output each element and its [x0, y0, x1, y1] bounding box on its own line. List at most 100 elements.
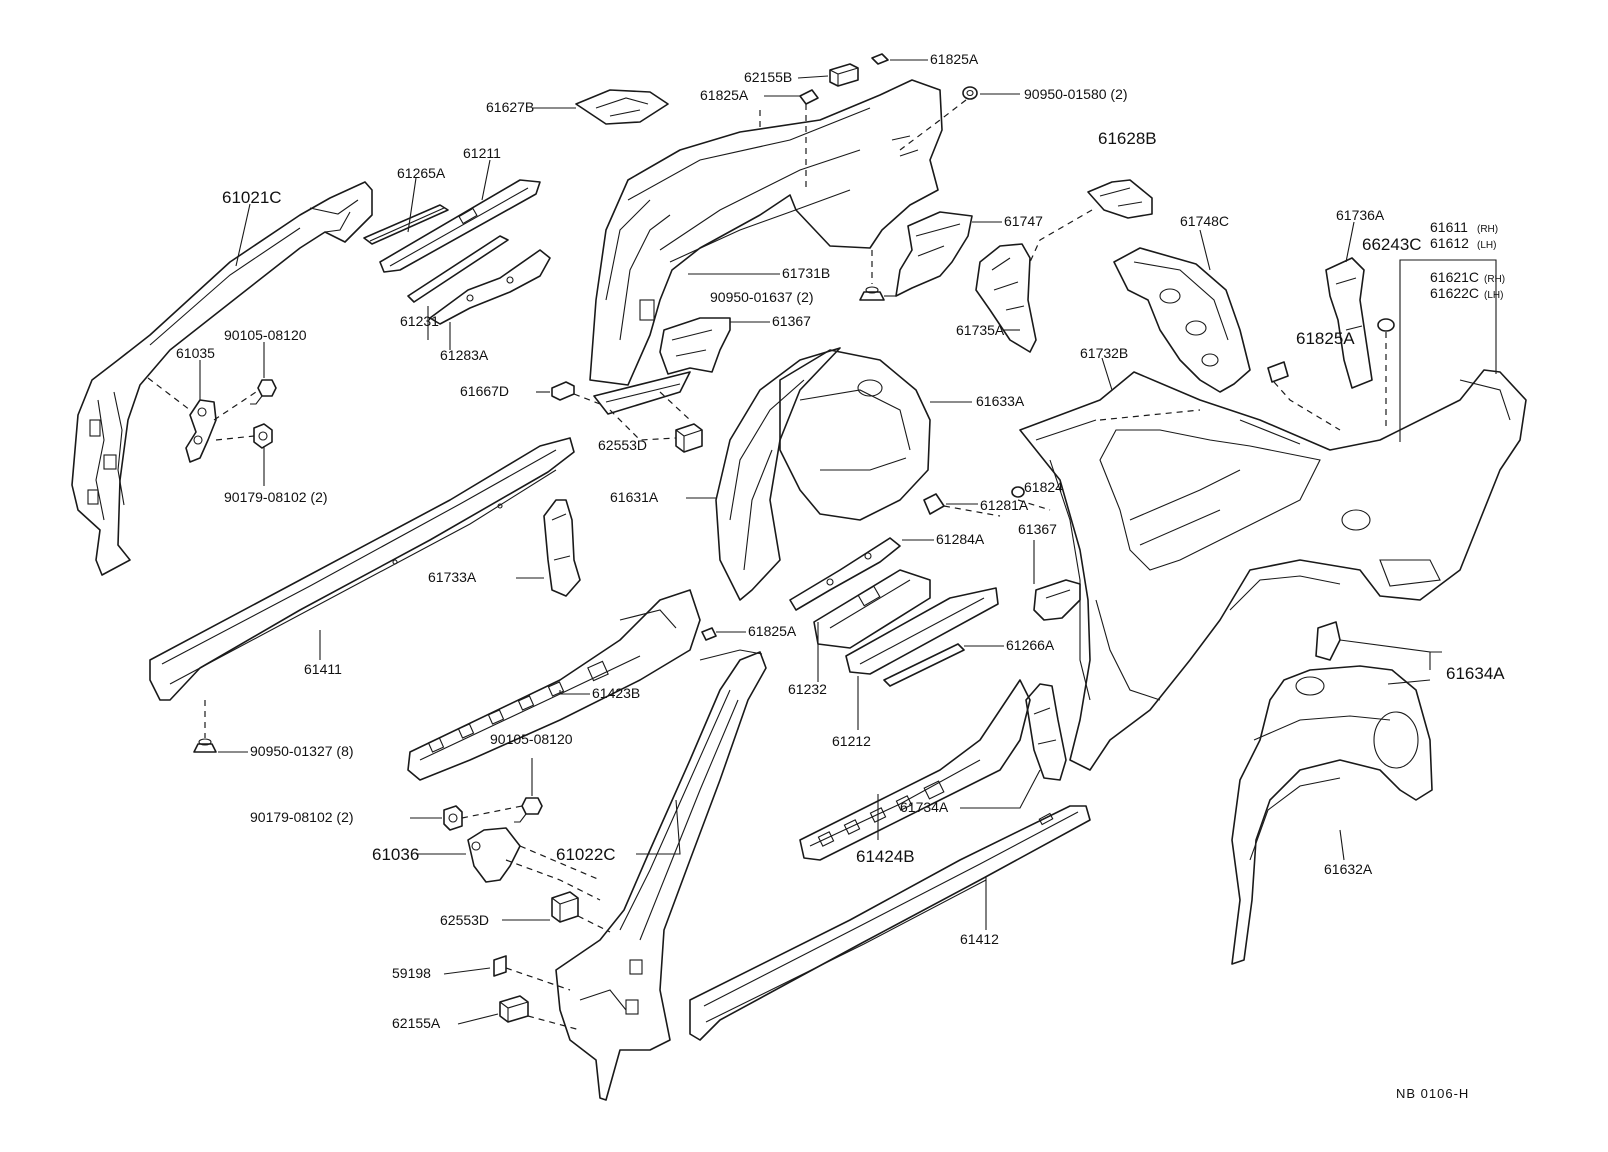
- label-61736a: 61736A: [1336, 207, 1385, 223]
- part-61211-rail: [379, 179, 541, 273]
- part-90950-01580-grommet: [962, 86, 978, 100]
- part-61825a-pad-top: [871, 53, 889, 65]
- part-61628b-bracket: [1087, 179, 1153, 219]
- label-61021c: 61021C: [222, 188, 282, 207]
- label-61423b: 61423B: [592, 685, 640, 701]
- part-90179-08102-nut-top: [253, 423, 273, 449]
- label-61627b: 61627B: [486, 99, 534, 115]
- part-90105-08120-bolt-top: [250, 379, 277, 405]
- label-61367-right: 61367: [1018, 521, 1057, 537]
- part-61265a-reinforcement: [363, 204, 449, 245]
- label-61733a: 61733A: [428, 569, 477, 585]
- label-61283a: 61283A: [440, 347, 489, 363]
- label-90179-08102-low: 90179-08102 (2): [250, 809, 354, 825]
- part-61022c-center-pillar: [555, 649, 767, 1101]
- label-90950-01327: 90950-01327 (8): [250, 743, 354, 759]
- label-61825a-low: 61825A: [748, 623, 797, 639]
- part-61021c-front-pillar: [71, 181, 373, 576]
- label-90179-08102-top: 90179-08102 (2): [224, 489, 328, 505]
- part-61736a-pillar: [1325, 257, 1373, 389]
- part-61634a-bracket: [1315, 621, 1341, 661]
- label-62553d-top: 62553D: [598, 437, 647, 453]
- label-62155a: 62155A: [392, 1015, 441, 1031]
- part-roof-side-inner-panel: [589, 79, 943, 386]
- part-90179-08102-nut-low: [443, 805, 463, 831]
- label-61612: 61612: [1430, 235, 1469, 251]
- part-61411-rocker: [149, 437, 575, 701]
- dashed-relation-lines: [147, 99, 1387, 1031]
- label-61734a: 61734A: [900, 799, 949, 815]
- part-61266a-reinforcement: [883, 643, 965, 687]
- label-61212: 61212: [832, 733, 871, 749]
- part-61667d-pad: [551, 381, 575, 401]
- part-66243c-plug: [1377, 318, 1395, 332]
- label-61035: 61035: [176, 345, 215, 361]
- label-61825a-right: 61825A: [1296, 329, 1355, 348]
- label-61824: 61824: [1024, 479, 1063, 495]
- part-61825a-pad-right: [1267, 361, 1289, 383]
- label-90950-01580: 90950-01580 (2): [1024, 86, 1128, 102]
- label-61633a: 61633A: [976, 393, 1025, 409]
- label-62155b: 62155B: [744, 69, 792, 85]
- label-61667d: 61667D: [460, 383, 509, 399]
- part-61627b-panel: [575, 89, 669, 125]
- part-61284a-member: [789, 537, 901, 611]
- label-61612-side: (LH): [1477, 240, 1496, 251]
- part-61036-bracket: [467, 827, 521, 883]
- label-61632a: 61632A: [1324, 861, 1373, 877]
- part-61747-bracket: [895, 211, 973, 297]
- part-61735a-pillar: [975, 243, 1037, 353]
- label-61611-side: (RH): [1477, 224, 1498, 235]
- label-61747: 61747: [1004, 213, 1043, 229]
- label-61622c: 61622C: [1430, 285, 1479, 301]
- label-61731b: 61731B: [782, 265, 830, 281]
- part-62553d-block-top: [675, 423, 703, 453]
- part-90105-08120-bolt-low: [514, 797, 543, 823]
- label-61732b: 61732B: [1080, 345, 1128, 361]
- part-61231-rail: [407, 235, 509, 303]
- label-61281a: 61281A: [980, 497, 1029, 513]
- part-59198-pad: [493, 955, 507, 977]
- part-61825a-pad-low: [701, 627, 717, 641]
- part-61367-bracket-right: [1033, 579, 1081, 621]
- label-61748c: 61748C: [1180, 213, 1229, 229]
- part-61281a-clip: [923, 493, 945, 515]
- drawing-code: NB 0106-H: [1396, 1086, 1469, 1101]
- part-90950-01327-clip: [193, 738, 217, 753]
- label-61621c-side: (RH): [1484, 274, 1505, 285]
- label-61735a: 61735A: [956, 322, 1005, 338]
- label-90105-08120-top: 90105-08120: [224, 327, 307, 343]
- label-61631a: 61631A: [610, 489, 659, 505]
- label-61266a: 61266A: [1006, 637, 1055, 653]
- label-61424b: 61424B: [856, 847, 915, 866]
- label-61211: 61211: [463, 145, 501, 161]
- label-61231: 61231: [400, 313, 439, 329]
- part-61733a-pillar: [543, 499, 581, 597]
- label-61621c: 61621C: [1430, 269, 1479, 285]
- part-61632a-wheel-house: [1231, 665, 1433, 965]
- part-61212-member: [845, 587, 999, 675]
- part-61734a-pillar: [1025, 683, 1067, 781]
- part-61633a-wheelhouse-upper: [779, 349, 931, 521]
- label-61622c-side: (LH): [1484, 290, 1503, 301]
- label-61634a: 61634A: [1446, 664, 1505, 683]
- label-90950-01637: 90950-01637 (2): [710, 289, 814, 305]
- label-61412: 61412: [960, 931, 999, 947]
- part-61283a-brace: [429, 249, 551, 325]
- label-59198: 59198: [392, 965, 431, 981]
- part-61824-plug: [1011, 486, 1025, 498]
- label-90105-08120-low: 90105-08120: [490, 731, 573, 747]
- part-61035-bracket: [185, 399, 217, 463]
- part-61423b-inner-rocker: [407, 589, 701, 781]
- part-62553d-block-low: [551, 891, 579, 923]
- label-61284a: 61284A: [936, 531, 985, 547]
- label-61411: 61411: [304, 661, 342, 677]
- part-62155b-block: [829, 63, 859, 87]
- part-61825a-pad-mid: [799, 89, 819, 105]
- part-floor-piece-center: [593, 371, 691, 415]
- label-61611: 61611: [1430, 219, 1468, 235]
- part-61412-rocker: [689, 805, 1091, 1041]
- part-quarter-panel: [1019, 369, 1527, 771]
- label-61232: 61232: [788, 681, 827, 697]
- callout-labels: 62155B 61825A 61825A 90950-01580 (2) 616…: [176, 51, 1505, 1101]
